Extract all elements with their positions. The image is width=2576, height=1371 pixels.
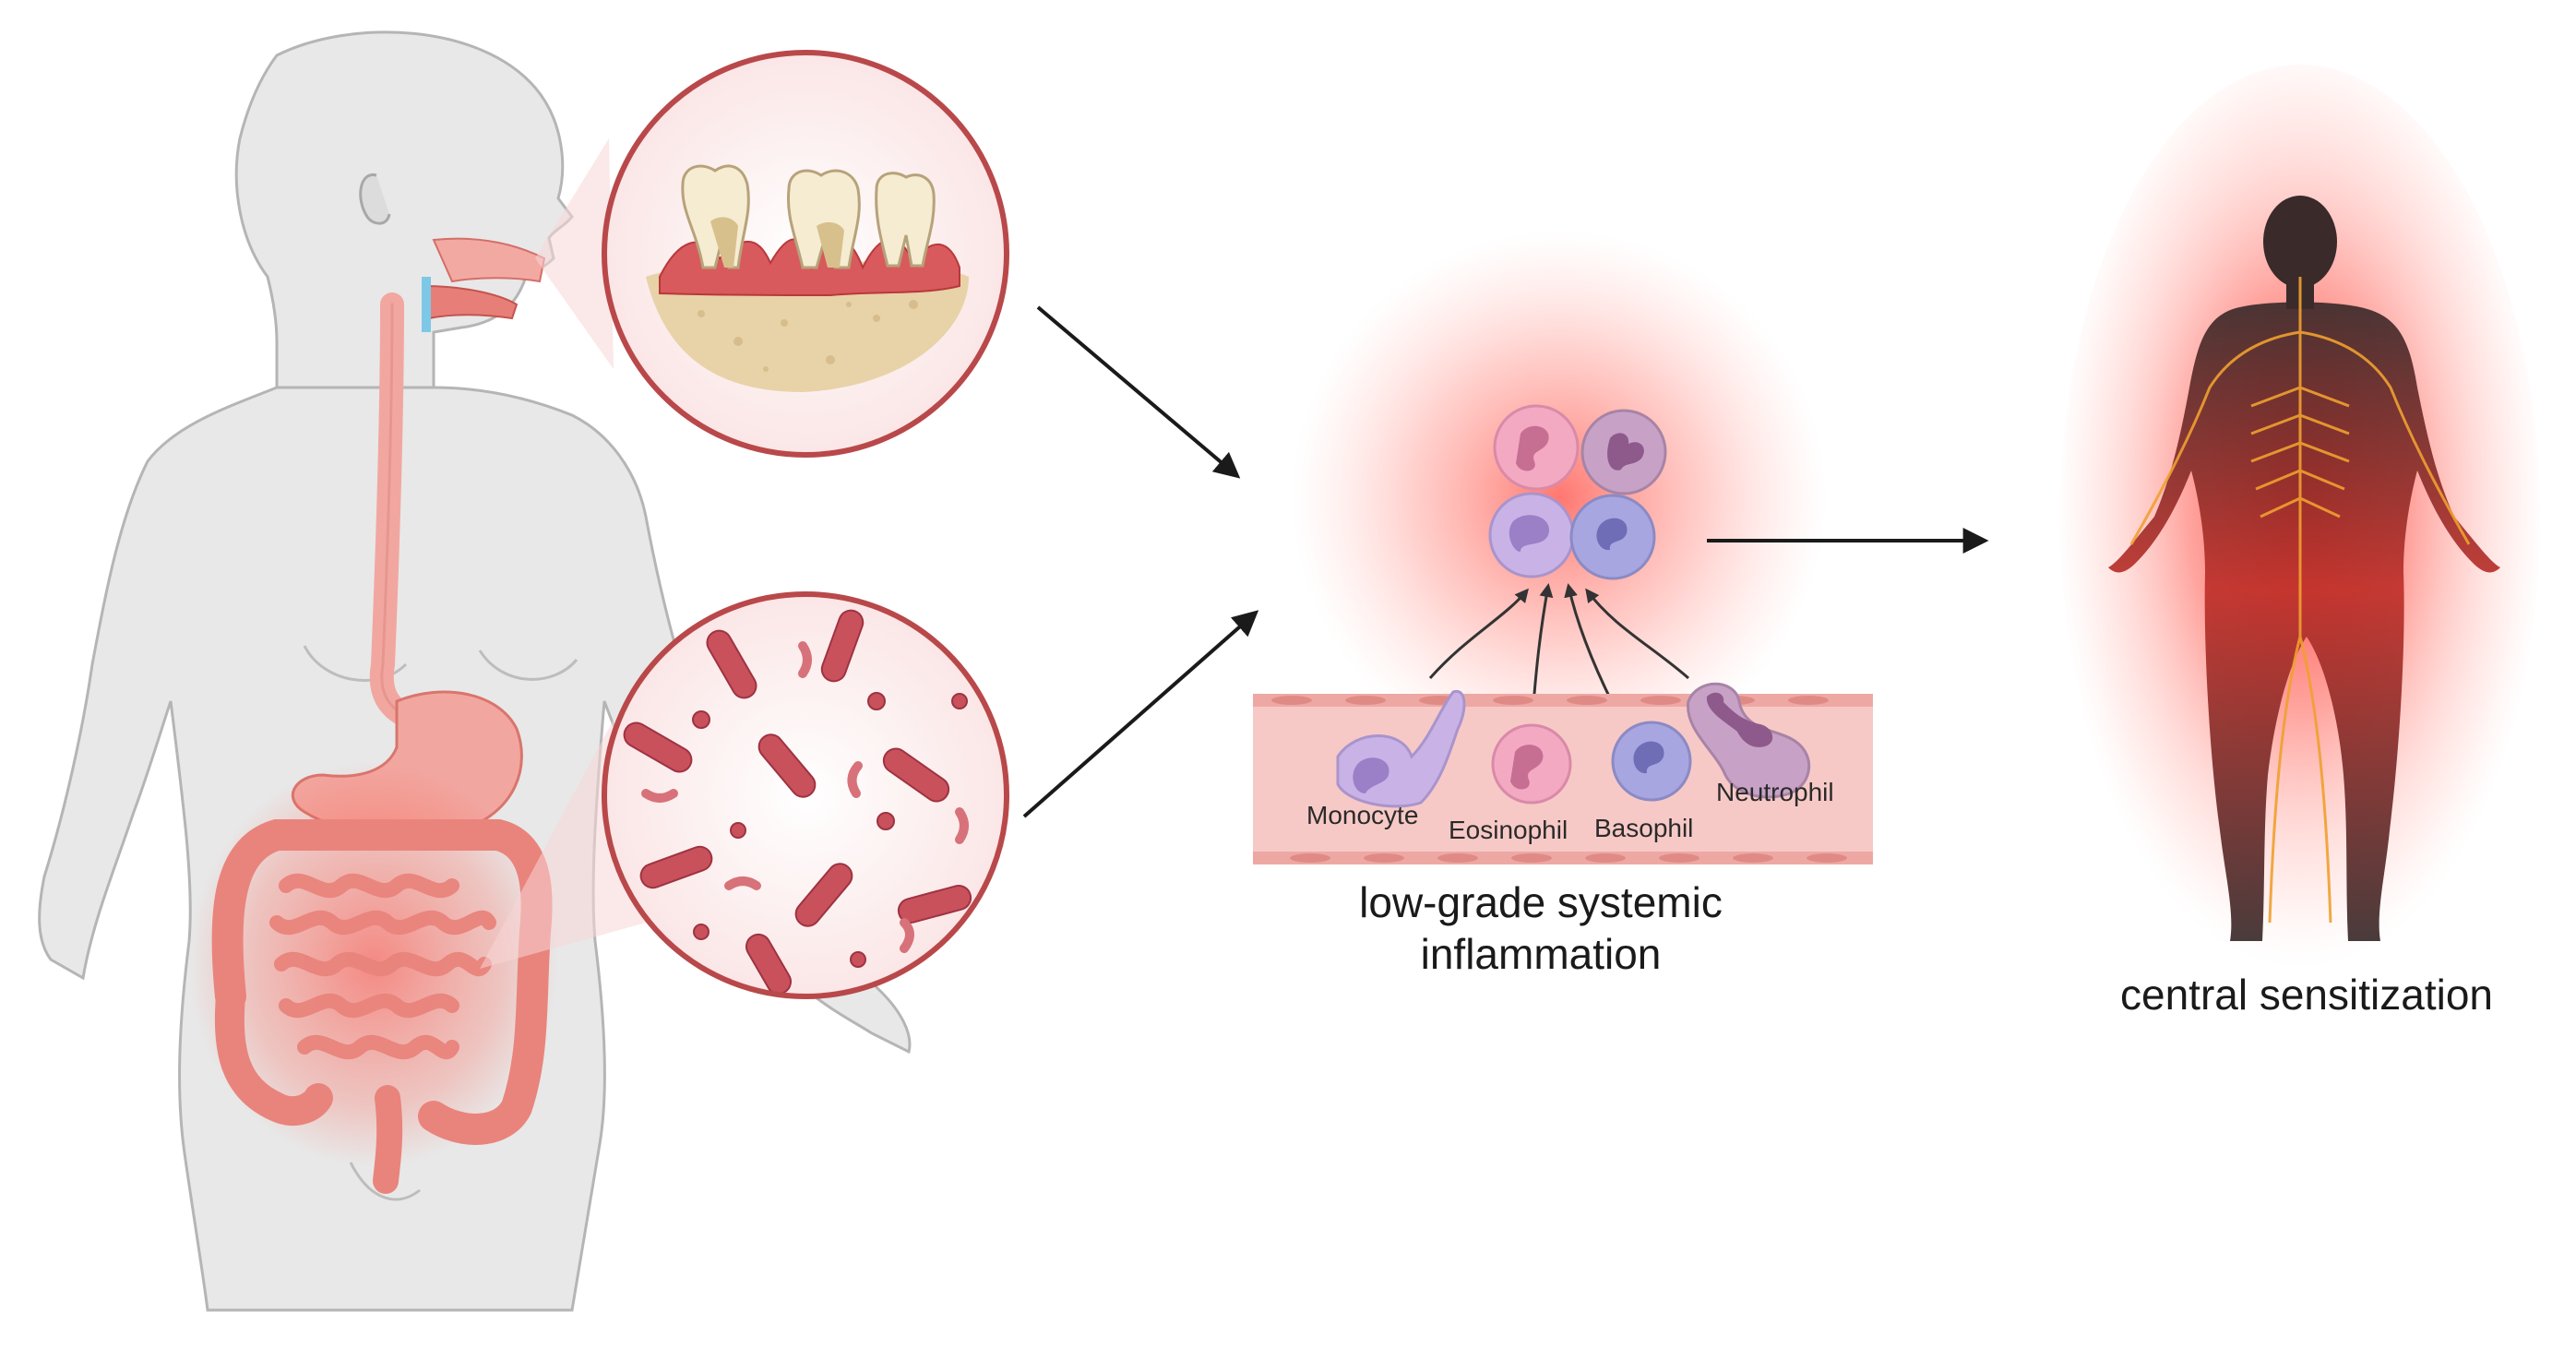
neutrophil-label: Neutrophil bbox=[1716, 778, 1834, 806]
periodontitis-teeth-icon bbox=[602, 50, 1009, 458]
sensitization-caption: central sensitization bbox=[2120, 971, 2493, 1019]
human-torso-illustration bbox=[38, 30, 912, 1312]
gut-bacteria-icon bbox=[602, 591, 1009, 999]
inflammation-caption-line2: inflammation bbox=[1420, 930, 1662, 979]
arrows-to-inflammation bbox=[1022, 305, 1259, 818]
inflammation-caption: low-grade systemic inflammation bbox=[1273, 876, 1808, 980]
human-nervous-system-icon bbox=[2060, 65, 2540, 969]
immune-cell-cluster-icon bbox=[1292, 231, 1827, 766]
monocyte-label: Monocyte bbox=[1306, 801, 1419, 829]
blood-vessel bbox=[1253, 682, 1873, 864]
inflammation-caption-line1: low-grade systemic bbox=[1359, 878, 1723, 926]
basophil-label: Basophil bbox=[1594, 814, 1694, 842]
eosinophil-label: Eosinophil bbox=[1449, 816, 1568, 844]
